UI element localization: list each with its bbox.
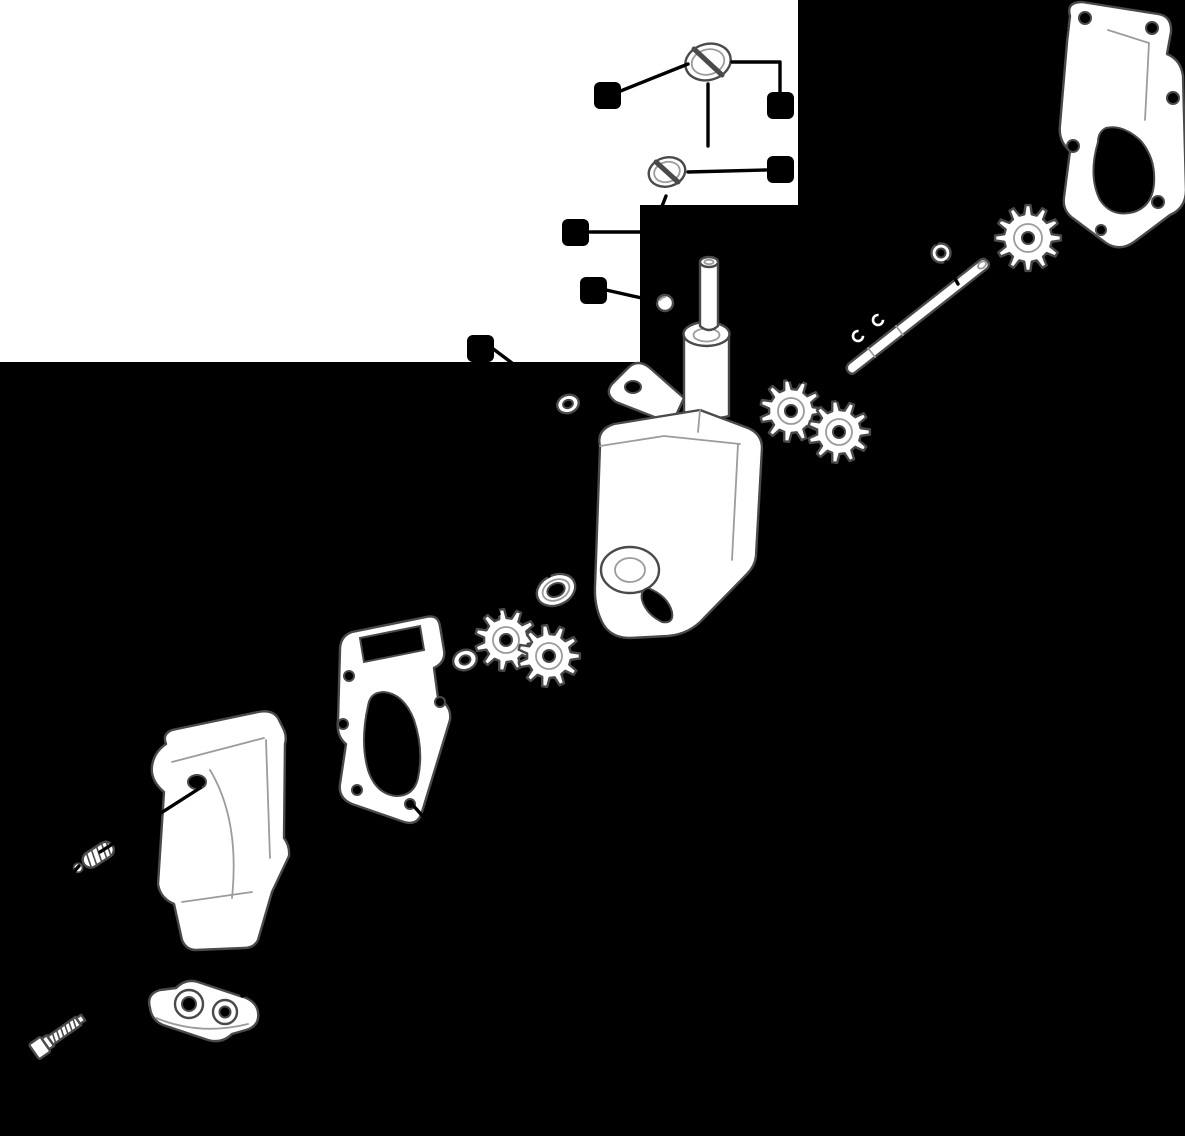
callout-box: [767, 92, 794, 119]
leader-line: [490, 346, 558, 398]
callout-box: [562, 219, 589, 246]
callout-box: [461, 537, 488, 564]
leader-line: [566, 684, 632, 744]
callout-box: [580, 277, 607, 304]
callout-box: [767, 156, 794, 183]
pump-gear-upper-right: [807, 399, 872, 465]
callout-box: [965, 418, 992, 445]
leader-line: [1046, 266, 1091, 332]
callout-box: [467, 335, 494, 362]
leader-lines: [22, 14, 1091, 1112]
leader-line: [686, 168, 768, 174]
idler-gear: [993, 203, 1063, 273]
callout-boxes: [0, 0, 1105, 1136]
screw-small: [647, 155, 687, 189]
callout-box: [1078, 328, 1105, 355]
leader-line: [845, 462, 866, 536]
pump-gear-lower-left: [474, 607, 539, 673]
leader-line: [604, 288, 657, 303]
leader-line: [74, 1050, 148, 1112]
check-ball: [655, 293, 675, 313]
leader-line: [730, 60, 782, 94]
callout-box: [896, 182, 923, 209]
callout-box: [508, 515, 535, 542]
cover-plate: [1058, 0, 1185, 249]
leader-line: [472, 560, 501, 616]
leader-line: [428, 596, 459, 652]
lower-o-ring: [452, 648, 478, 672]
callout-box: [853, 533, 880, 560]
shaft-clip: [851, 329, 865, 343]
leader-line: [992, 14, 1068, 32]
pump-gear-upper-left: [759, 378, 824, 444]
pump-body: [593, 320, 764, 640]
body-o-ring: [556, 393, 580, 415]
callout-box: [52, 1077, 79, 1104]
drive-shaft: [845, 257, 991, 375]
leader-line: [519, 538, 551, 578]
callout-box: [832, 232, 859, 259]
leader-line: [606, 62, 690, 98]
leader-line: [588, 194, 668, 234]
callout-box: [762, 289, 789, 316]
leader-line: [515, 676, 547, 788]
leader-line: [799, 256, 856, 402]
mounting-gasket: [336, 615, 452, 825]
leader-line: [22, 786, 202, 930]
leader-line: [907, 206, 960, 286]
callout-box: [417, 573, 444, 600]
fitting-bolt: [28, 1013, 87, 1060]
leader-line: [773, 312, 791, 382]
inlet-tube: [698, 255, 720, 332]
screw-large: [684, 42, 732, 82]
callout-box: [133, 1109, 160, 1136]
callout-box: [594, 82, 621, 109]
callout-box: [967, 0, 994, 27]
shaft-o-ring: [930, 242, 952, 264]
leader-line: [408, 800, 457, 854]
pump-bracket: [150, 710, 291, 952]
callout-box: [531, 785, 558, 812]
screw-slot: [653, 159, 681, 185]
screw-slot: [691, 46, 725, 78]
callout-box: [618, 741, 645, 768]
seal-washer: [535, 572, 577, 608]
strainer-bracket: [147, 979, 260, 1043]
leader-line: [64, 1022, 146, 1080]
callout-box: [0, 921, 27, 948]
pump-gear-lower-right: [517, 623, 582, 689]
callout-box: [444, 851, 471, 878]
shaft-clip: [871, 313, 885, 327]
callout-box: [293, 949, 320, 976]
leader-line: [942, 308, 979, 422]
